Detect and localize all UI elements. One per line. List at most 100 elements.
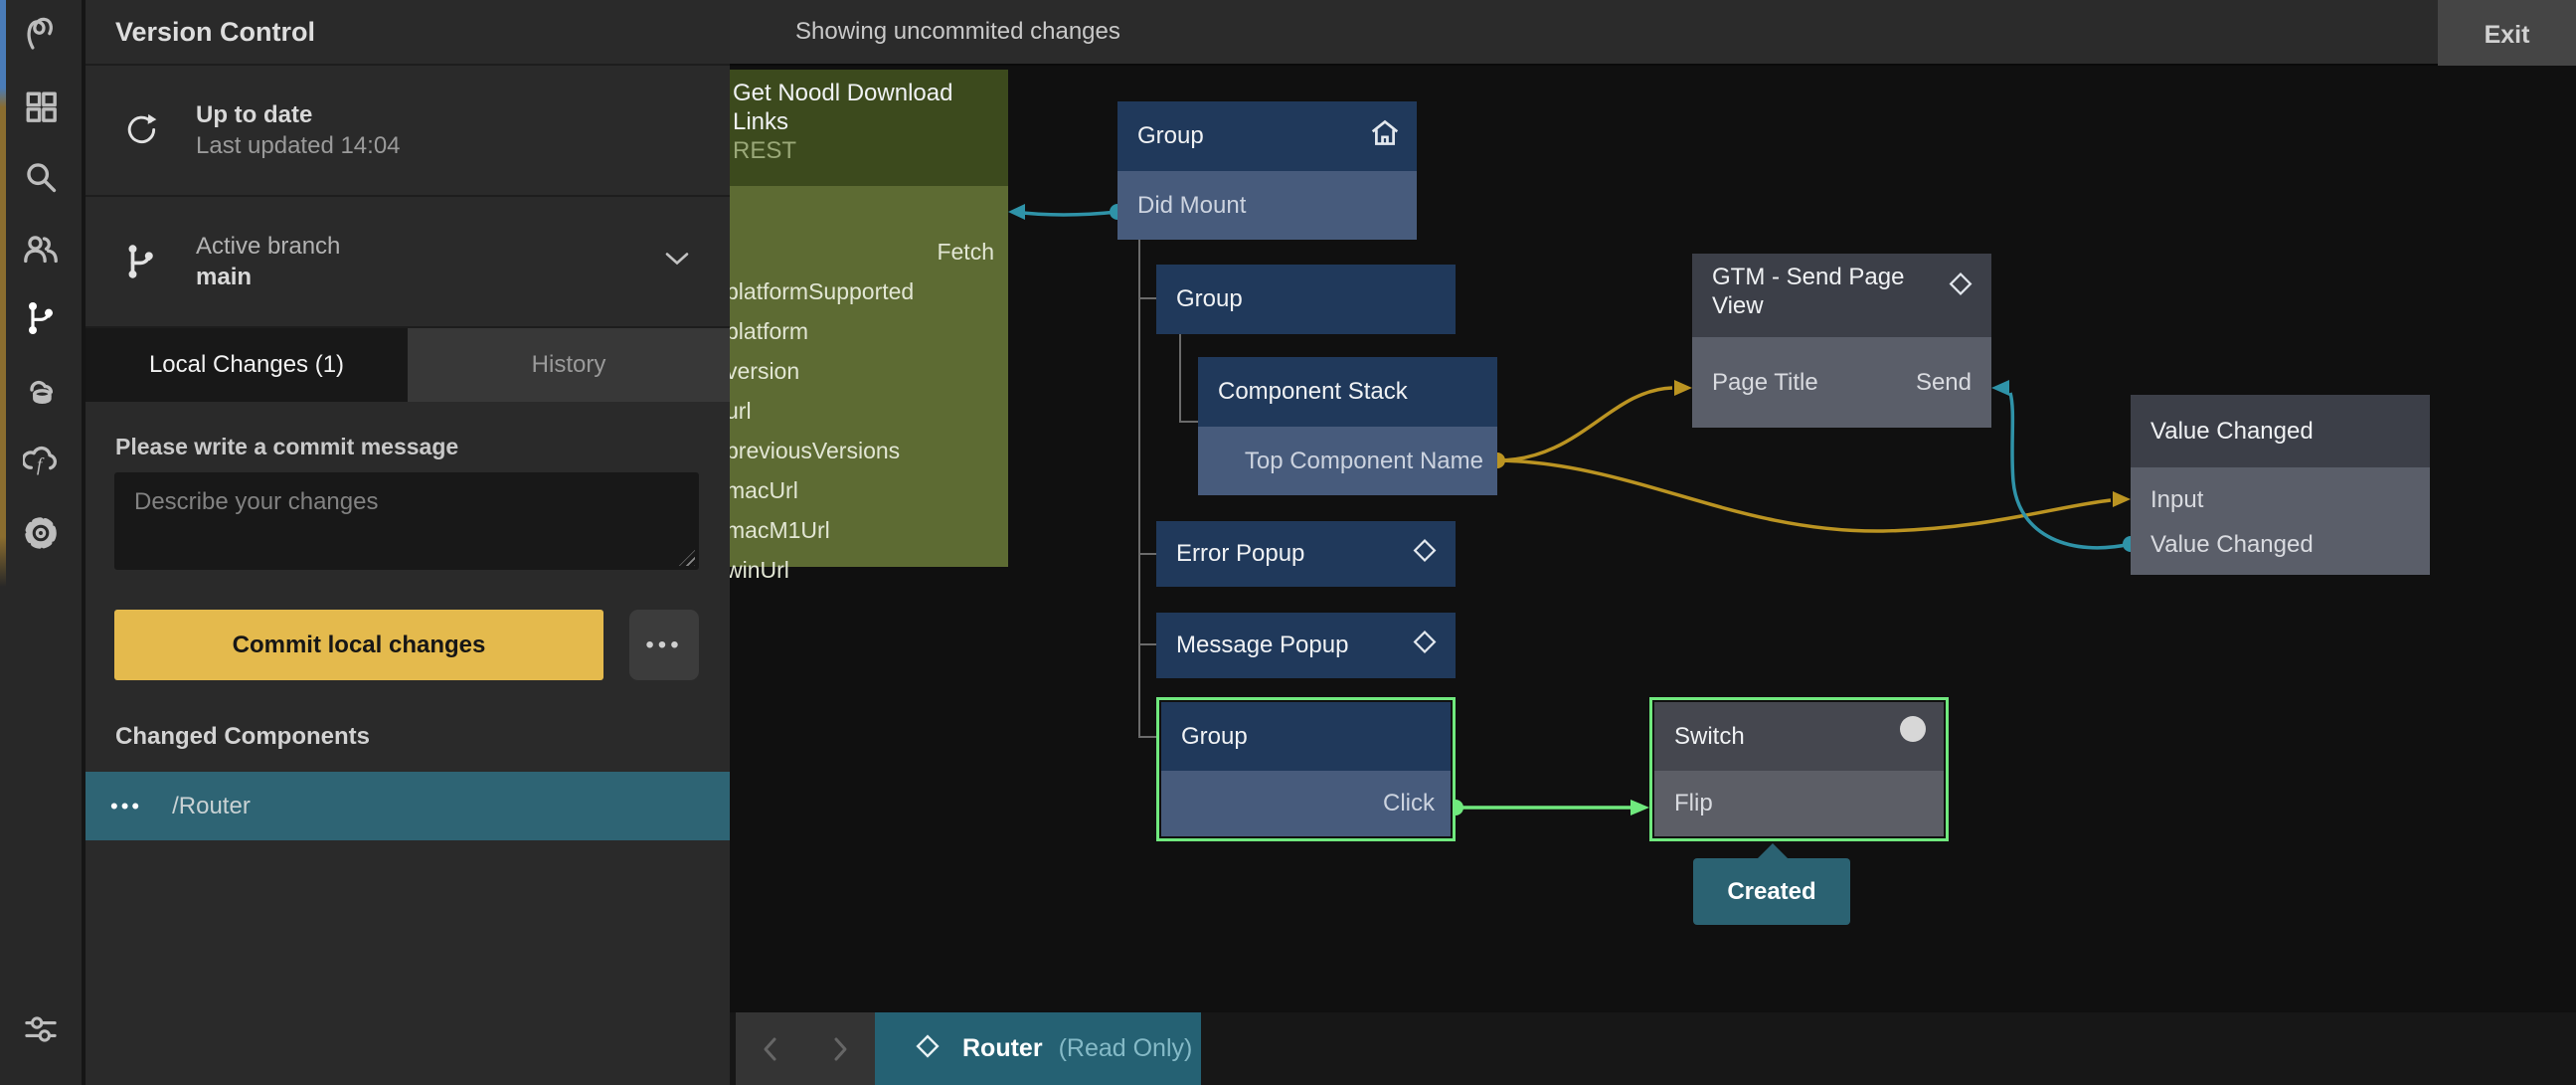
created-tooltip: Created <box>1693 843 1850 925</box>
cloud-data-icon[interactable] <box>19 368 63 412</box>
sidebar-divider <box>82 0 86 1085</box>
search-icon[interactable] <box>19 155 63 199</box>
chevron-down-icon[interactable] <box>664 252 690 272</box>
port-page-title[interactable]: Page Title <box>1712 368 1818 396</box>
commit-button[interactable]: Commit local changes <box>114 610 603 680</box>
svg-text:f: f <box>37 455 45 476</box>
port-output[interactable]: previousVersions <box>730 437 901 463</box>
component-name: /Router <box>172 792 251 819</box>
node-title: Error Popup <box>1176 540 1305 567</box>
home-icon <box>1369 118 1401 155</box>
port-did-mount[interactable]: Did Mount <box>1137 191 1247 219</box>
sync-last-updated: Last updated 14:04 <box>196 132 401 159</box>
more-options-button[interactable]: ••• <box>629 610 699 680</box>
port-output[interactable]: macM1Url <box>730 516 830 543</box>
tooltip-arrow <box>1757 843 1789 859</box>
node-group-child[interactable]: Group <box>1156 265 1456 334</box>
tree-line <box>1179 333 1181 423</box>
component-dots-icon[interactable]: ••• <box>110 793 143 818</box>
sync-status-section[interactable]: Up to date Last updated 14:04 <box>86 66 730 197</box>
changed-components-heading: Changed Components <box>115 723 370 750</box>
port-output[interactable]: url <box>730 397 752 424</box>
node-title: GTM - Send Page View <box>1712 264 1905 319</box>
node-filters-icon[interactable] <box>19 1007 63 1051</box>
noodl-logo-icon[interactable] <box>19 11 63 55</box>
node-group-selected[interactable]: Group Click <box>1156 697 1456 841</box>
component-diamond-icon <box>913 1031 943 1066</box>
node-title: Group <box>1161 702 1451 771</box>
node-title: Value Changed <box>2131 395 2430 467</box>
port-top-component-name[interactable]: Top Component Name <box>1244 447 1483 474</box>
refresh-icon[interactable] <box>119 108 163 152</box>
components-grid-icon[interactable] <box>19 85 63 128</box>
panel-title: Version Control <box>86 0 730 66</box>
changed-component-row[interactable]: ••• /Router <box>86 772 730 840</box>
port-value-changed[interactable]: Value Changed <box>2150 530 2314 558</box>
canvas-topbar: Showing uncommited changes <box>730 0 2576 66</box>
node-gtm[interactable]: GTM - Send Page View Page Title Send <box>1692 254 1991 428</box>
node-title: Component Stack <box>1198 357 1497 427</box>
component-diamond-icon <box>1410 628 1440 664</box>
node-group-root[interactable]: Group Did Mount <box>1117 101 1417 240</box>
port-output[interactable]: winUrl <box>730 556 789 583</box>
port-send[interactable]: Send <box>1915 368 1972 396</box>
port-flip[interactable]: Flip <box>1674 790 1713 816</box>
version-control-panel: Version Control Up to date Last updated … <box>86 0 730 1085</box>
tab-local-changes[interactable]: Local Changes (1) <box>86 328 408 402</box>
node-title: Message Popup <box>1176 632 1349 658</box>
nav-back-icon[interactable] <box>760 1034 781 1064</box>
node-title: Switch <box>1674 722 1745 750</box>
changes-tabs: Local Changes (1) History <box>86 328 730 402</box>
node-title: Group <box>1137 122 1204 149</box>
node-subtitle: REST <box>733 137 797 164</box>
port-output[interactable]: version <box>730 357 800 384</box>
nav-history-buttons <box>736 1012 875 1085</box>
branch-name: main <box>196 264 253 290</box>
component-diamond-icon <box>1946 270 1975 306</box>
cloud-functions-icon[interactable]: f <box>19 440 63 483</box>
collaborators-icon[interactable] <box>19 227 63 271</box>
breadcrumb-router-tab[interactable]: Router (Read Only) <box>875 1012 1201 1085</box>
breadcrumb-name: Router <box>962 1034 1043 1062</box>
node-title: Group <box>1156 265 1456 334</box>
uncommitted-status-text: Showing uncommited changes <box>795 18 1120 45</box>
active-branch-section[interactable]: Active branch main <box>86 197 730 328</box>
node-title: Get Noodl Download Links <box>733 80 953 135</box>
component-diamond-icon <box>1410 536 1440 573</box>
node-rest[interactable]: Get Noodl Download Links REST Fetch plat… <box>730 70 1008 583</box>
readonly-label: (Read Only) <box>1058 1034 1193 1062</box>
window-edge-accent <box>0 0 6 1085</box>
port-output[interactable]: platformSupported <box>730 277 915 304</box>
commit-message-box <box>114 472 699 570</box>
tree-tick <box>1179 421 1198 423</box>
branch-label: Active branch <box>196 233 341 260</box>
node-status-dot <box>1900 716 1926 742</box>
topbar-overlay: Exit <box>730 0 2576 70</box>
nav-forward-icon[interactable] <box>829 1034 851 1064</box>
node-error-popup[interactable]: Error Popup <box>1156 521 1456 587</box>
port-fetch[interactable]: Fetch <box>937 238 994 265</box>
canvas-footer: Router (Read Only) <box>730 1012 2576 1085</box>
exit-button[interactable]: Exit <box>2438 0 2576 70</box>
port-input[interactable]: Input <box>2150 485 2204 513</box>
node-component-stack[interactable]: Component Stack Top Component Name <box>1198 357 1497 495</box>
node-message-popup[interactable]: Message Popup <box>1156 613 1456 678</box>
tab-history[interactable]: History <box>408 328 730 402</box>
node-canvas[interactable]: Get Noodl Download Links REST Fetch plat… <box>730 66 2576 1085</box>
port-click[interactable]: Click <box>1383 790 1435 816</box>
commit-message-input[interactable] <box>114 472 699 570</box>
tree-line <box>1138 240 1140 738</box>
version-control-icon[interactable] <box>19 296 63 340</box>
tree-tick <box>1138 553 1156 555</box>
branch-icon <box>119 240 163 283</box>
node-switch[interactable]: Switch Flip <box>1649 697 1949 841</box>
tooltip-label: Created <box>1727 877 1816 905</box>
port-output[interactable]: macUrl <box>730 476 798 503</box>
sync-status: Up to date <box>196 101 313 128</box>
node-value-changed[interactable]: Value Changed Input Value Changed <box>2131 395 2430 575</box>
port-output[interactable]: platform <box>730 317 809 344</box>
commit-message-label: Please write a commit message <box>115 434 459 459</box>
tree-tick <box>1138 643 1156 645</box>
settings-gear-icon[interactable] <box>19 511 63 555</box>
